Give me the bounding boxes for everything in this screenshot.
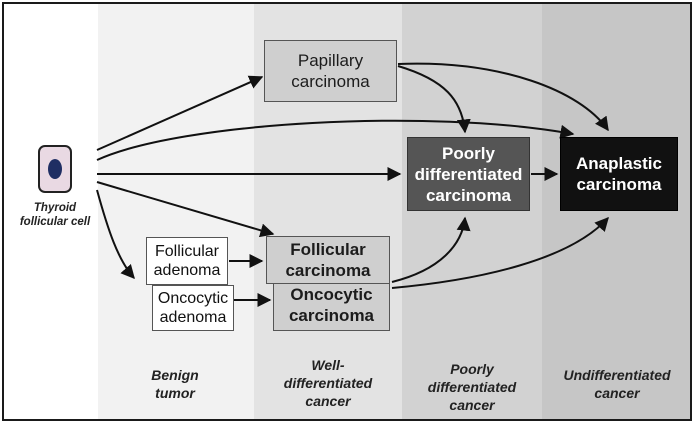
band-benign: [98, 2, 254, 421]
stage-benign-line2: tumor: [155, 385, 195, 401]
band-poorly-differentiated: [402, 2, 542, 421]
poorly-line3: carcinoma: [425, 185, 512, 205]
poorly-line2: differentiated: [414, 164, 523, 184]
anaplastic-line2: carcinoma: [576, 175, 662, 194]
poorly-differentiated-carcinoma-box: Poorly differentiated carcinoma: [407, 137, 530, 211]
arrow-papillary-to-poorly: [397, 65, 471, 134]
arrow-cell-to-papillary: [96, 75, 264, 151]
background-left: [2, 2, 98, 421]
stage-undiff-line1: Undifferentiated: [563, 367, 671, 383]
cell-label-line1: Thyroid: [33, 202, 77, 214]
oncocytic-carcinoma-line2: carcinoma: [288, 306, 375, 325]
oncocytic-adenoma-line2: adenoma: [159, 309, 227, 326]
poorly-line1: Poorly: [442, 143, 495, 163]
papillary-line2: carcinoma: [291, 72, 370, 91]
stage-well-line3: cancer: [305, 393, 351, 409]
stage-undiff-line2: cancer: [594, 385, 640, 401]
anaplastic-carcinoma-box: Anaplastic carcinoma: [560, 137, 678, 211]
papillary-line1: Papillary: [297, 51, 364, 70]
cell-label-line2: follicular cell: [19, 216, 91, 228]
stage-well-line2: differentiated: [283, 375, 373, 391]
stage-benign-line1: Benign: [151, 367, 199, 383]
follicular-adenoma-box: Follicular adenoma: [146, 237, 228, 285]
band-undifferentiated: [542, 2, 692, 421]
arrow-cell-to-follicular-carcinoma: [96, 181, 275, 238]
follicular-carcinoma-line1: Follicular: [290, 240, 366, 259]
arrow-papillary-to-anaplastic: [397, 62, 609, 132]
oncocytic-adenoma-box: Oncocytic adenoma: [152, 285, 234, 331]
stage-well-line1: Well-: [311, 357, 345, 373]
arrow-cell-to-anaplastic: [96, 119, 575, 161]
stage-label-well-differentiated: Well- differentiated cancer: [262, 356, 394, 410]
stage-poorly-line2: differentiated: [427, 379, 517, 395]
papillary-carcinoma-box: Papillary carcinoma: [264, 40, 397, 102]
anaplastic-line1: Anaplastic: [576, 154, 662, 173]
arrow-follicular-carcinoma-to-anaplastic: [391, 216, 609, 289]
oncocytic-adenoma-line1: Oncocytic: [157, 290, 229, 307]
stage-poorly-line3: cancer: [449, 397, 495, 413]
thyroid-cell-label: Thyroid follicular cell: [12, 201, 98, 229]
follicular-carcinoma-line2: carcinoma: [285, 261, 371, 280]
stage-label-benign: Benign tumor: [110, 366, 240, 402]
follicular-adenoma-line1: Follicular: [154, 243, 219, 260]
stage-label-poorly-differentiated: Poorly differentiated cancer: [406, 360, 538, 414]
stage-poorly-line1: Poorly: [450, 361, 494, 377]
cell-nucleus-icon: [48, 159, 62, 179]
oncocytic-carcinoma-line1: Oncocytic: [290, 285, 373, 304]
arrow-cell-to-follicular-adenoma: [96, 189, 135, 280]
stage-label-undifferentiated: Undifferentiated cancer: [546, 366, 688, 402]
arrow-follicular-carcinoma-to-poorly: [391, 216, 471, 283]
follicular-carcinoma-box: Follicular carcinoma: [266, 236, 390, 284]
follicular-adenoma-line2: adenoma: [153, 262, 221, 279]
thyroid-cell-icon: [38, 145, 72, 193]
